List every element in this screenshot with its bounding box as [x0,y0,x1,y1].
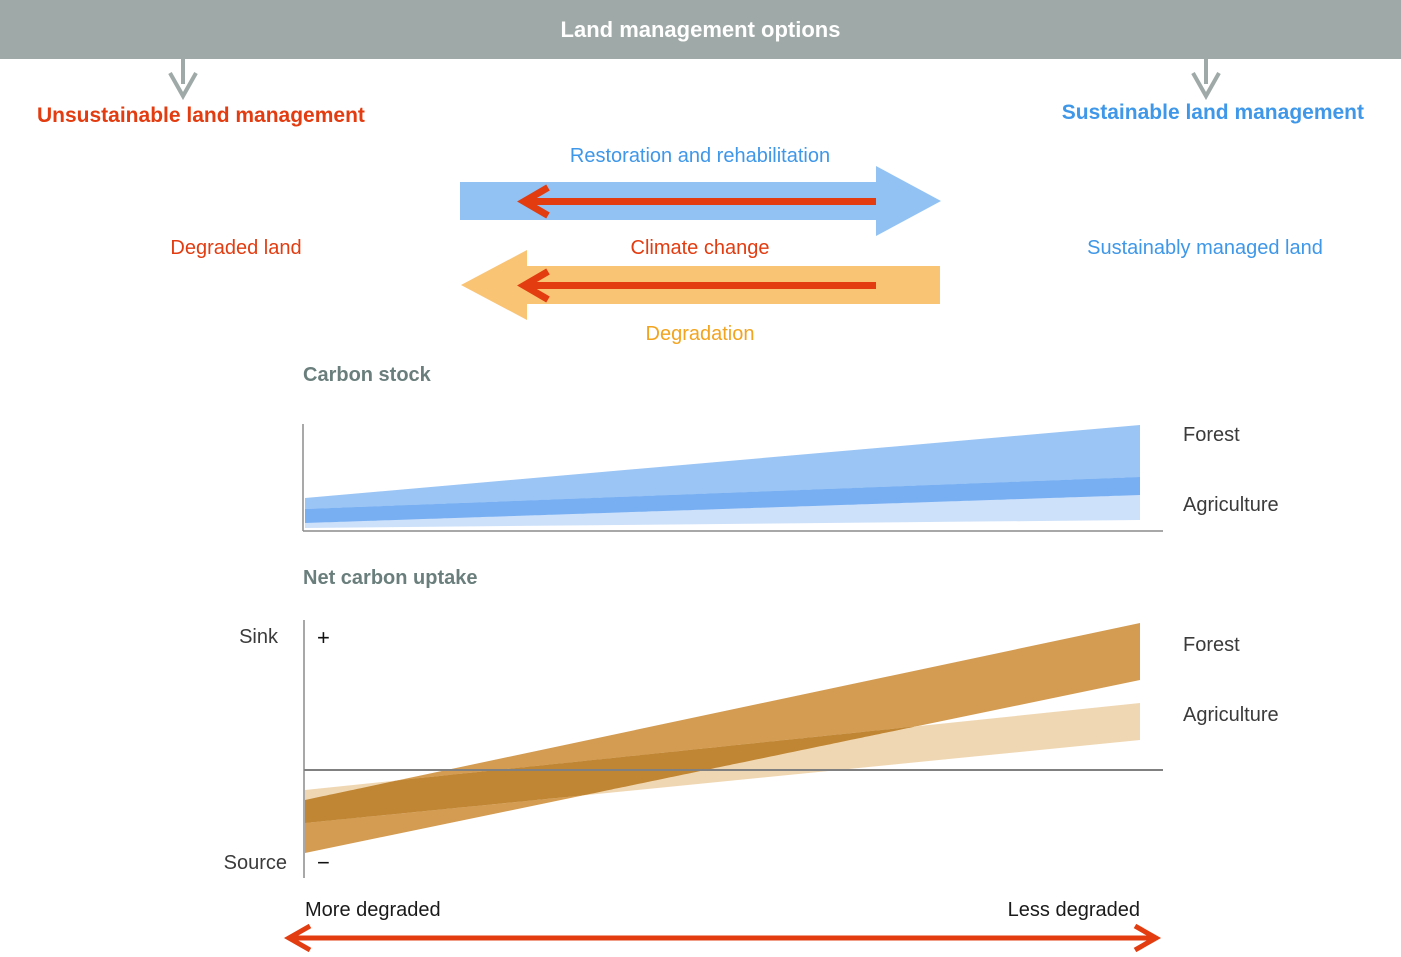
degraded-land-label: Degraded land [170,237,302,259]
net-uptake-agriculture-label: Agriculture [1183,704,1279,726]
carbon-stock-title: Carbon stock [303,364,431,386]
chart-band [305,726,914,823]
climate-change-label: Climate change [630,237,770,259]
restoration-label: Restoration and rehabilitation [569,145,831,167]
degradation-label: Degradation [645,323,755,345]
less-degraded-label: Less degraded [1007,899,1140,921]
net-uptake-forest-label: Forest [1183,634,1240,656]
climate-change-arrow-top [517,184,876,219]
sustainably-managed-land-label: Sustainably managed land [1087,237,1323,259]
plus-sign: + [317,625,330,650]
down-arrow-icon-right [1191,57,1221,101]
header-bar: Land management options [0,0,1401,59]
chart-band [305,477,1140,523]
minus-sign: − [317,850,330,875]
unsustainable-management-label: Unsustainable land management [37,104,365,127]
more-degraded-label: More degraded [305,899,441,921]
sink-label: Sink [239,626,278,648]
carbon-stock-forest-label: Forest [1183,424,1240,446]
down-arrow-icon-left [168,57,198,101]
carbon-stock-bands [305,425,1140,528]
net-uptake-bands [305,623,1140,853]
page-title: Land management options [560,17,841,42]
climate-change-arrow-bottom [517,268,876,303]
net-uptake-title: Net carbon uptake [303,567,478,589]
carbon-stock-agriculture-label: Agriculture [1183,494,1279,516]
sustainable-management-label: Sustainable land management [1061,101,1364,124]
source-label: Source [223,852,287,874]
degradation-axis-arrow [283,923,1162,953]
